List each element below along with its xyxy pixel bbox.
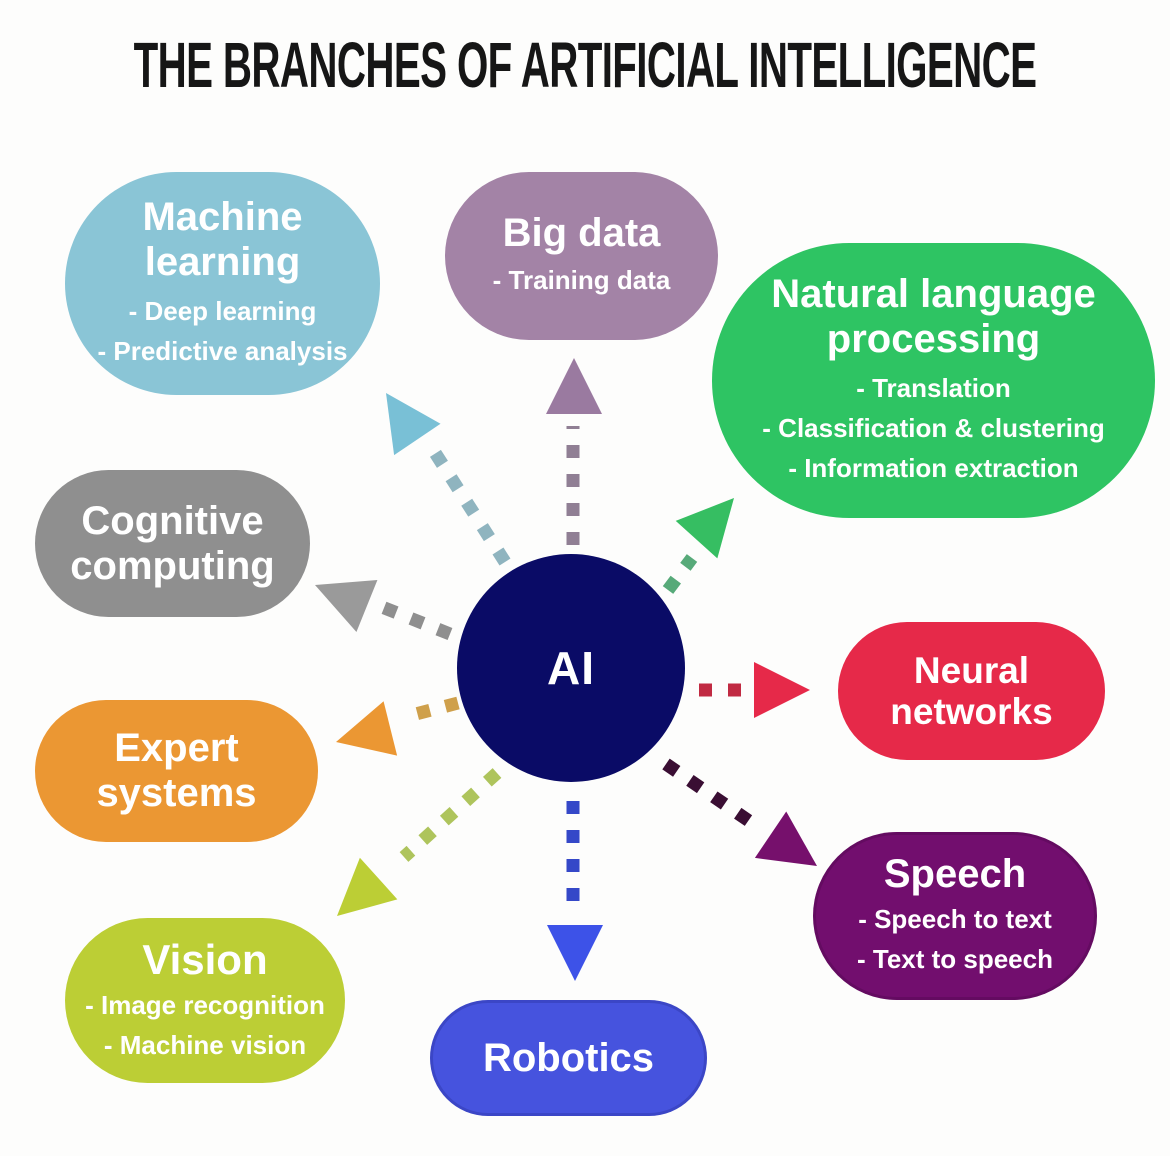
arrow-big-data [546, 358, 602, 545]
branch-item: - Predictive analysis [97, 336, 348, 367]
bubble-expert-systems: Expert systems [35, 700, 318, 842]
arrow-speech [662, 758, 817, 866]
arrow-cognitive-computing [315, 580, 453, 641]
branch-title-vision: Vision [142, 935, 268, 983]
branch-item: - Image recognition [85, 989, 325, 1020]
arrow-nlp-trail [662, 554, 698, 594]
arrow-expert-systems-trail [410, 696, 460, 722]
branch-item: - Classification & clustering [762, 413, 1105, 444]
bubble-big-data: Big data - Training data [445, 172, 718, 340]
arrow-vision-trail [399, 768, 502, 862]
bubble-cognitive-computing: Cognitive computing [35, 470, 310, 617]
branch-title-big-data: Big data [502, 211, 661, 256]
arrow-nlp-head [675, 498, 734, 559]
bubble-neural-networks: Neural networks [838, 622, 1105, 760]
bubble-robotics: Robotics [430, 1000, 707, 1116]
arrow-speech-trail [662, 758, 756, 829]
arrow-expert-systems [336, 696, 460, 756]
branch-item: - Machine vision [103, 1030, 307, 1061]
bubble-vision: Vision - Image recognition - Machine vis… [65, 918, 345, 1083]
arrow-vision-head [337, 857, 398, 916]
branch-title-robotics: Robotics [482, 1035, 655, 1080]
arrow-robotics-head [547, 925, 603, 981]
arrow-nlp [662, 498, 734, 594]
arrow-machine-learning [386, 393, 511, 566]
arrow-machine-learning-head [386, 393, 441, 456]
arrow-cognitive-computing-trail [379, 600, 453, 641]
arrow-robotics [547, 801, 603, 981]
branch-title-machine-learning: Machine learning [142, 195, 303, 285]
branch-title-neural-networks: Neural networks [890, 649, 1053, 732]
branch-item: - Speech to text [858, 904, 1052, 935]
bubble-speech: Speech - Speech to text - Text to speech [813, 832, 1097, 1000]
bubble-machine-learning: Machine learning - Deep learning - Predi… [65, 172, 380, 395]
branch-item: - Text to speech [856, 944, 1053, 975]
arrow-vision [337, 768, 502, 916]
branch-item: - Translation [856, 372, 1011, 403]
arrow-big-data-head [546, 358, 602, 414]
branch-title-speech: Speech [883, 852, 1027, 897]
arrow-machine-learning-trail [426, 444, 511, 566]
branch-title-expert-systems: Expert systems [96, 726, 257, 815]
branch-title-cognitive-computing: Cognitive computing [70, 498, 275, 588]
bubble-nlp: Natural language processing - Translatio… [712, 243, 1155, 518]
branch-item: - Deep learning [128, 296, 317, 326]
ai-label: AI [547, 642, 595, 694]
branch-title-nlp: Natural language processing [771, 272, 1096, 362]
arrow-neural-networks [699, 662, 810, 718]
arrow-expert-systems-head [336, 701, 398, 756]
arrow-neural-networks-head [754, 662, 810, 718]
arrow-cognitive-computing-head [315, 580, 378, 632]
ai-center-node: AI [457, 554, 685, 782]
page-title: THE BRANCHES OF ARTIFICIAL INTELLIGENCE [133, 29, 1037, 101]
branch-item: - Information extraction [788, 453, 1079, 484]
branch-item: - Training data [492, 265, 671, 296]
